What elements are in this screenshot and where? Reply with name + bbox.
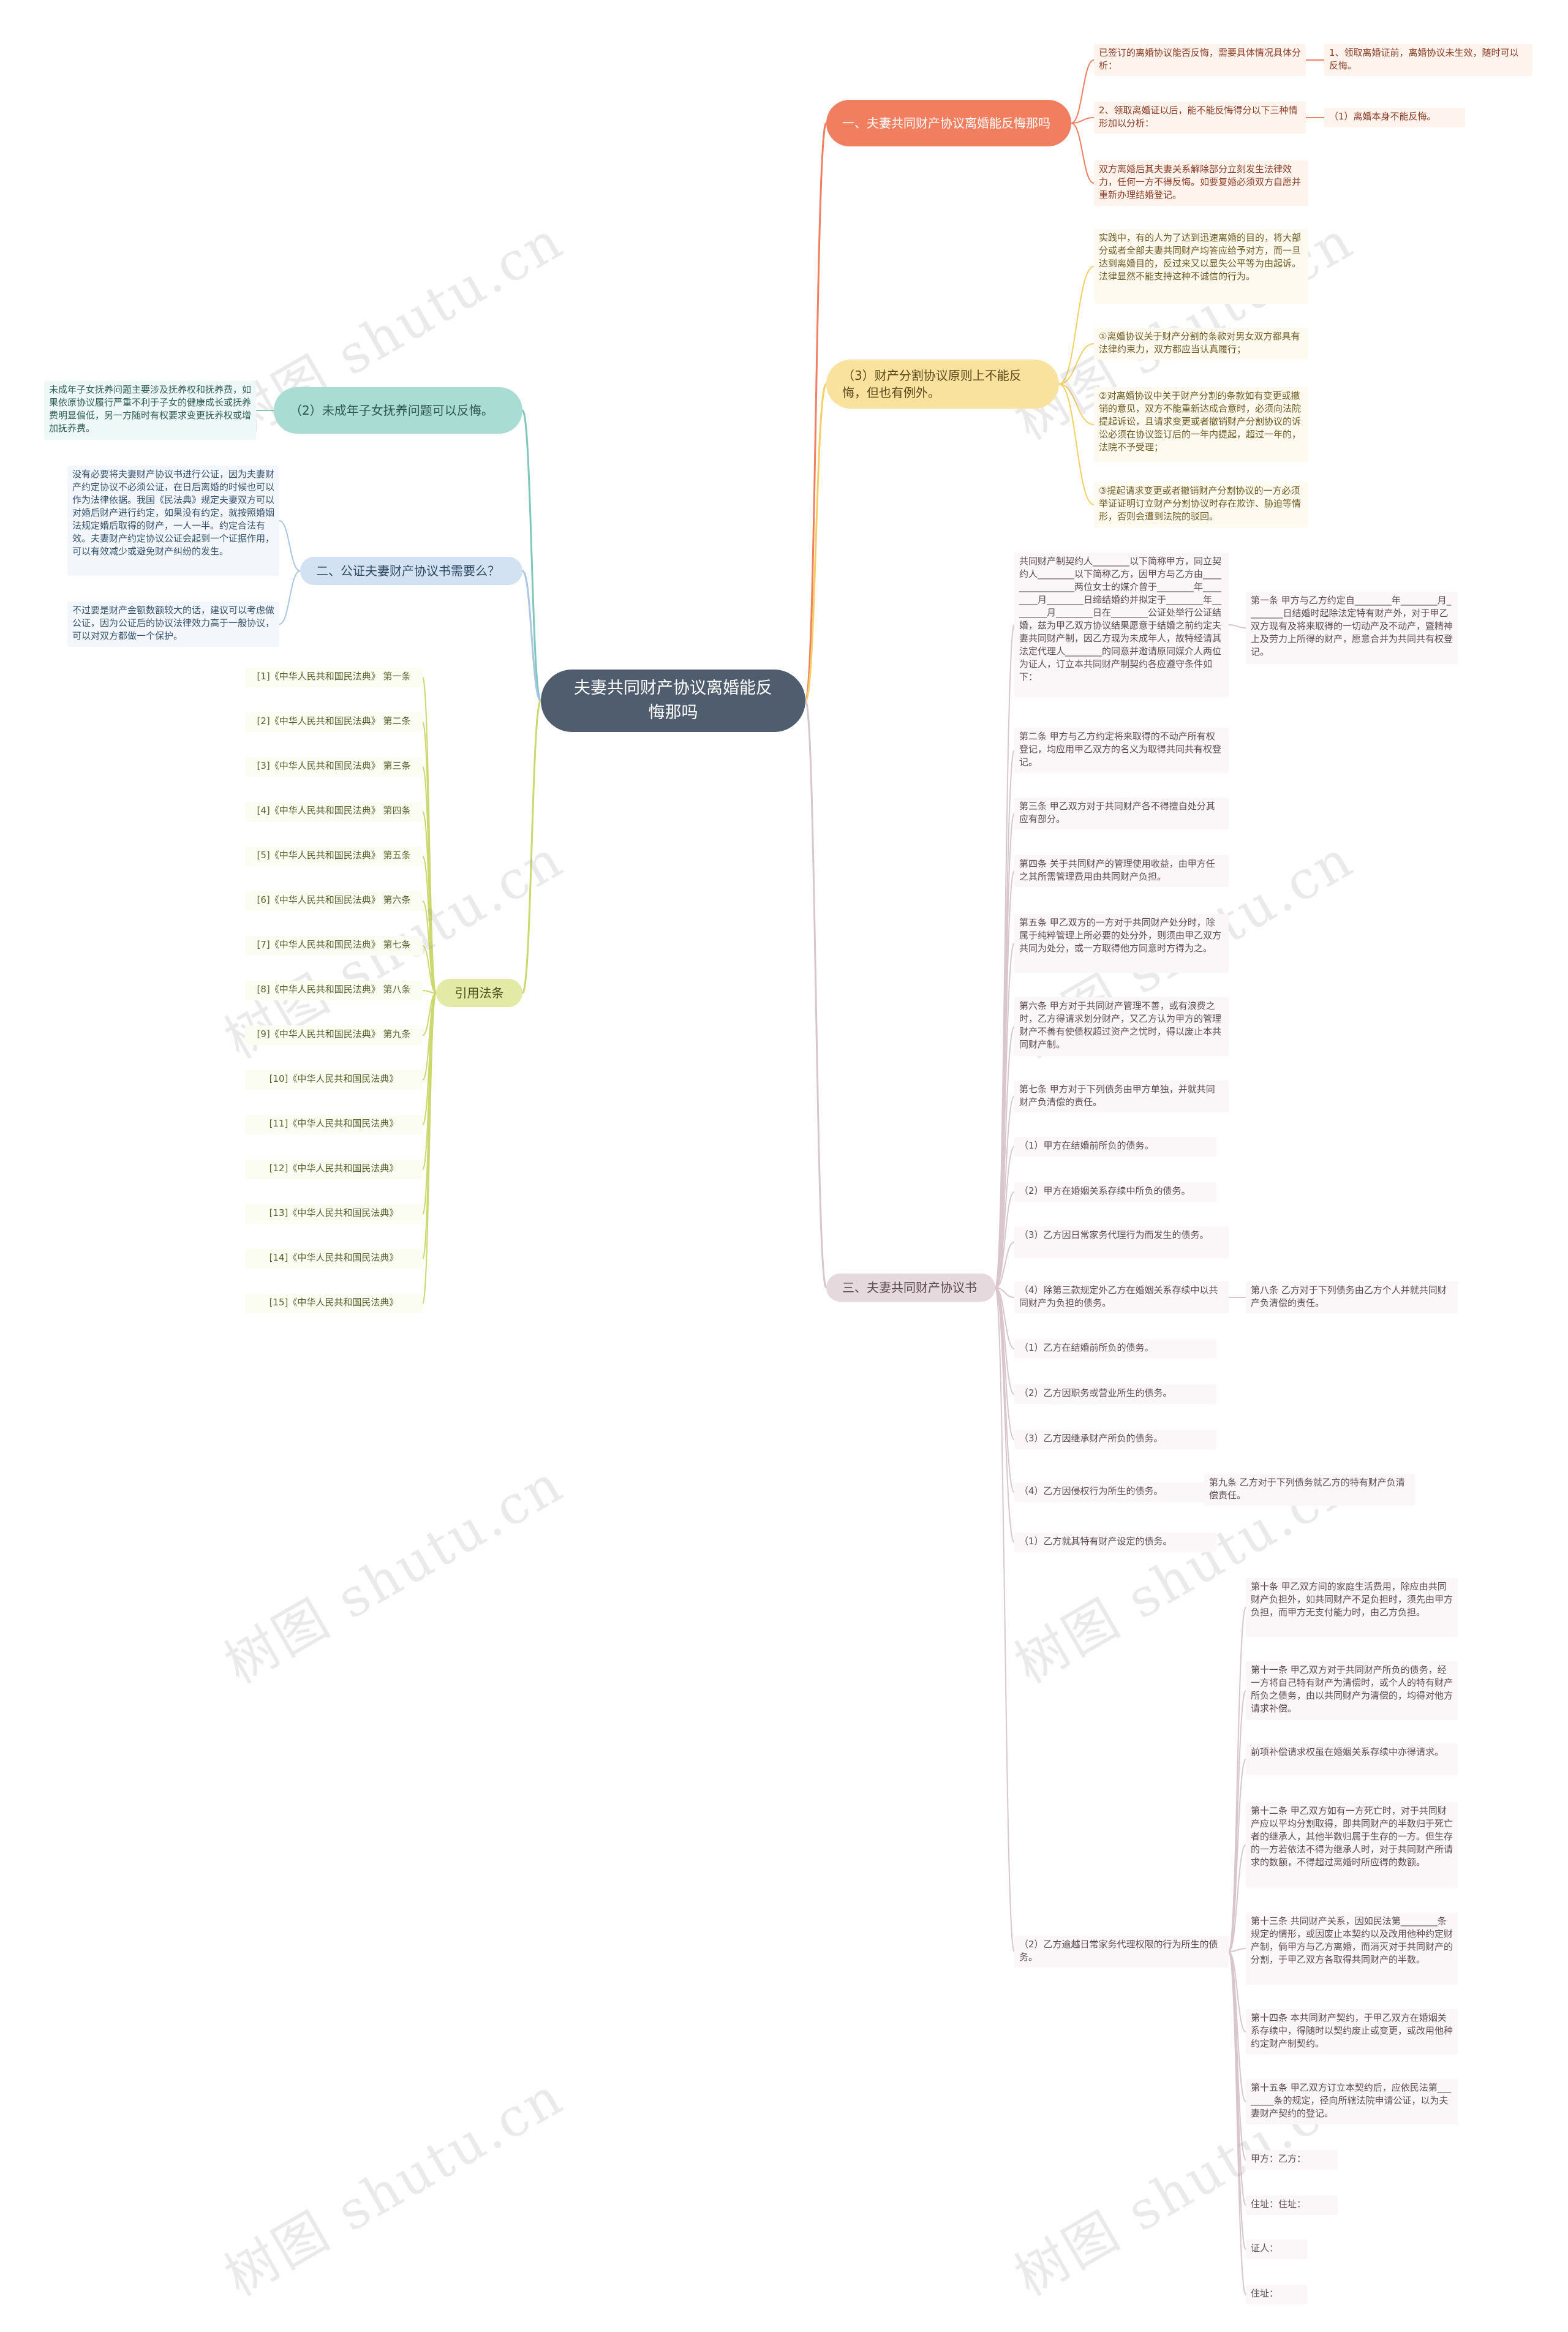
connector-line — [521, 700, 542, 994]
connector-line — [422, 990, 437, 994]
leaf-b3-f1[interactable]: （1）乙方就其特有财产设定的债务。 — [1014, 1533, 1216, 1552]
connector-line — [1071, 59, 1095, 124]
leaf-b3-d4[interactable]: （4）除第三款规定外乙方在婚姻关系存续中以共同财产为负担的债务。 — [1014, 1281, 1229, 1313]
connector-line — [1058, 383, 1095, 505]
branch-notarization[interactable]: 二、公证夫妻财产协议书需要么？ — [300, 557, 522, 585]
connector-line — [1058, 266, 1095, 385]
leaf-b3-art7[interactable]: 第七条 甲方对于下列债务由甲方单独，并就共同财产负清偿的责任。 — [1014, 1081, 1229, 1112]
connector-line — [1228, 1759, 1246, 1952]
cited-law-item[interactable]: [12]《中华人民共和国民法典》 — [245, 1160, 423, 1179]
leaf-b3-signature-witness-address[interactable]: 住址： — [1246, 2285, 1307, 2304]
branch-reversal-after-divorce[interactable]: 一、夫妻共同财产协议离婚能反悔那吗 — [826, 100, 1071, 146]
leaf-b3-e1[interactable]: （1）乙方在结婚前所负的债务。 — [1014, 1339, 1216, 1359]
leaf-b3-art6[interactable]: 第六条 甲方对于共同财产管理不善，或有浪费之时，乙方得请求划分财产，又乙方认为甲… — [1014, 997, 1229, 1056]
connector-line — [1071, 123, 1095, 184]
cited-law-item[interactable]: [2]《中华人民共和国民法典》 第二条 — [245, 712, 423, 732]
cited-law-item[interactable]: [11]《中华人民共和国民法典》 — [245, 1115, 423, 1134]
leaf-b3-art8[interactable]: 第八条 乙方对于下列债务由乙方个人并就共同财产负清偿的责任。 — [1246, 1281, 1458, 1313]
connector-line — [804, 700, 827, 1289]
cited-law-item[interactable]: [4]《中华人民共和国民法典》 第四条 — [245, 802, 423, 821]
leaf-b3-art12[interactable]: 第十二条 甲乙双方如有一方死亡时，对于共同财产应以平均分割取得，即共同财产的半数… — [1246, 1802, 1458, 1888]
leaf-b3-e3[interactable]: （3）乙方因继承财产所负的债务。 — [1014, 1430, 1216, 1449]
central-topic[interactable]: 夫妻共同财产协议离婚能反悔那吗 — [541, 670, 805, 732]
leaf-b3-art10[interactable]: 第十条 甲乙双方间的家庭生活费用，除应由共同财产负担外，如共同财产不足负担时，须… — [1246, 1578, 1458, 1637]
leaf-b3-art13[interactable]: 第十三条 共同财产关系，因如民法第________条规定的情形，或因废止本契约以… — [1246, 1912, 1458, 1985]
leaf-b3-art5[interactable]: 第五条 甲乙双方的一方对于共同财产处分时，除属于纯粹管理上所必要的处分外，则须由… — [1014, 914, 1229, 973]
leaf-b3-art11b[interactable]: 前项补偿请求权虽在婚姻关系存续中亦得请求。 — [1246, 1743, 1458, 1775]
leaf-b3-art11[interactable]: 第十一条 甲乙双方对于共同财产所负的债务，经一方将自己特有财产为清偿时，或个人的… — [1246, 1661, 1458, 1720]
leaf-b5-no-need[interactable]: 没有必要将夫妻财产协议书进行公证，因为夫妻财产约定协议不必须公证，在日后离婚的时… — [67, 466, 279, 576]
connector-line — [995, 1242, 1015, 1288]
connector-line — [422, 992, 437, 1304]
cited-law-item[interactable]: [3]《中华人民共和国民法典》 第三条 — [245, 757, 423, 777]
connector-line — [995, 1287, 1015, 1298]
connector-line — [279, 520, 301, 572]
leaf-b3-signature-parties[interactable]: 甲方：乙方： — [1246, 2150, 1338, 2170]
connector-line — [521, 570, 542, 702]
connector-line — [521, 409, 542, 702]
leaf-b3-signature-address[interactable]: 住址：住址： — [1246, 2195, 1338, 2215]
connector-line — [995, 1191, 1015, 1288]
leaf-b3-art14[interactable]: 第十四条 本共同财产契约，于甲乙双方在婚姻关系存续中，得随时以契约废止或变更，或… — [1246, 2009, 1458, 2055]
connector-line — [279, 570, 301, 625]
leaf-b3-d1[interactable]: （1）甲方在结婚前所负的债务。 — [1014, 1137, 1216, 1157]
branch-cited-laws[interactable]: 引用法条 — [436, 979, 522, 1007]
leaf-b3-f2[interactable]: （2）乙方逾越日常家务代理权限的行为所生的债务。 — [1014, 1936, 1229, 1968]
leaf-b3-e4[interactable]: （4）乙方因侵权行为所生的债务。 — [1014, 1482, 1216, 1502]
cited-law-item[interactable]: [14]《中华人民共和国民法典》 — [245, 1249, 423, 1269]
leaf-b3-art4[interactable]: 第四条 关于共同财产的管理使用收益，由甲方任之其所需管理费用由共同财产负担。 — [1014, 855, 1229, 887]
leaf-b1-divorce-final[interactable]: （1）离婚本身不能反悔。 — [1324, 108, 1465, 127]
connector-line — [1228, 1951, 1246, 2032]
branch-property-division[interactable]: （3）财产分割协议原则上不能反悔，但也有例外。 — [826, 360, 1059, 409]
branch-child-custody[interactable]: （2）未成年子女抚养问题可以反悔。 — [274, 387, 522, 434]
leaf-b3-art2[interactable]: 第二条 甲方与乙方约定将来取得的不动产所有权登记，均应用甲乙双方的名义为取得共同… — [1014, 728, 1229, 773]
connector-line — [804, 122, 827, 702]
leaf-b3-art3[interactable]: 第三条 甲乙双方对于共同财产各不得擅自处分其应有部分。 — [1014, 798, 1229, 829]
connector-line — [422, 945, 437, 994]
connector-line — [995, 1287, 1015, 1543]
cited-law-item[interactable]: [10]《中华人民共和国民法典》 — [245, 1070, 423, 1090]
leaf-b2-burden-of-proof[interactable]: ③提起请求变更或者撤销财产分割协议的一方必须举证证明订立财产分割协议时存在欺诈、… — [1094, 482, 1308, 527]
leaf-b1-remarriage[interactable]: 双方离婚后其夫妻关系解除部分立刻发生法律效力，任何一方不得反悔。如要复婚必须双方… — [1094, 160, 1308, 206]
leaf-b3-signature-witness[interactable]: 证人： — [1246, 2240, 1307, 2259]
leaf-b4-custody-details[interactable]: 未成年子女抚养问题主要涉及抚养权和抚养费，如果依原协议履行严重不利于子女的健康成… — [44, 381, 256, 440]
connector-line — [1228, 1844, 1246, 1952]
leaf-b2-litigation[interactable]: ②对离婚协议中关于财产分割的条款如有变更或撤销的意见，双方不能重新达成合意时，必… — [1094, 387, 1308, 462]
connector-line — [1228, 1951, 1246, 2295]
leaf-b2-practice[interactable]: 实践中，有的人为了达到迅速离婚的目的，将大部分或者全部夫妻共同财产均答应给予对方… — [1094, 229, 1308, 304]
cited-law-item[interactable]: [6]《中华人民共和国民法典》 第六条 — [245, 891, 423, 911]
cited-law-item[interactable]: [15]《中华人民共和国民法典》 — [245, 1294, 423, 1313]
connector-line — [1228, 1948, 1246, 1952]
leaf-b3-art1[interactable]: 第一条 甲方与乙方约定自________年________月________日结… — [1246, 592, 1458, 664]
branch-property-agreement[interactable]: 三、夫妻共同财产协议书 — [826, 1274, 995, 1302]
cited-law-item[interactable]: [5]《中华人民共和国民法典》 第五条 — [245, 847, 423, 866]
leaf-b3-d2[interactable]: （2）甲方在婚姻关系存续中所负的债务。 — [1014, 1182, 1216, 1202]
connector-line — [1058, 383, 1095, 425]
leaf-b3-intro[interactable]: 共同财产制契约人________以下简称甲方，同立契约人________以下简称… — [1014, 553, 1229, 697]
connector-line — [422, 766, 437, 994]
cited-law-item[interactable]: [13]《中华人民共和国民法典》 — [245, 1204, 423, 1224]
connector-line — [995, 1287, 1015, 1952]
leaf-b3-art15[interactable]: 第十五条 甲乙双方订立本契约后，应依民法第________条的规定，径向所辖法院… — [1246, 2079, 1458, 2124]
leaf-b1-after-certificate[interactable]: 2、领取离婚证以后，能不能反悔得分以下三种情形加以分析： — [1094, 102, 1306, 134]
leaf-b5-large-amounts[interactable]: 不过要是财产金额数额较大的话，建议可以考虑做公证，因为公证后的协议法律效力高于一… — [67, 602, 279, 647]
leaf-b1-before-certificate[interactable]: 1、领取离婚证前，离婚协议未生效，随时可以反悔。 — [1324, 44, 1532, 76]
cited-law-item[interactable]: [9]《中华人民共和国民法典》 第九条 — [245, 1025, 423, 1045]
connector-line — [1228, 1690, 1246, 1952]
connector-line — [1058, 343, 1095, 385]
connector-line — [422, 900, 437, 994]
connector-line — [1228, 624, 1246, 628]
leaf-b1-case-analysis[interactable]: 已签订的离婚协议能否反悔，需要具体情况具体分析： — [1094, 44, 1306, 76]
connector-line — [995, 1146, 1015, 1288]
cited-law-item[interactable]: [1]《中华人民共和国民法典》 第一条 — [245, 668, 423, 687]
connector-line — [1071, 117, 1095, 124]
leaf-b3-d3[interactable]: （3）乙方因日常家务代理行为而发生的债务。 — [1014, 1226, 1229, 1258]
cited-law-item[interactable]: [7]《中华人民共和国民法典》 第七条 — [245, 936, 423, 956]
cited-law-item[interactable]: [8]《中华人民共和国民法典》 第八条 — [245, 981, 423, 1000]
leaf-b3-e2[interactable]: （2）乙方因职务或营业所生的债务。 — [1014, 1384, 1216, 1404]
connector-line — [804, 383, 827, 702]
leaf-b2-binding[interactable]: ①离婚协议关于财产分割的条款对男女双方都具有法律约束力，双方都应当认真履行； — [1094, 328, 1308, 360]
leaf-b3-art9[interactable]: 第九条 乙方对于下列债务就乙方的特有财产负清偿责任。 — [1204, 1474, 1415, 1506]
